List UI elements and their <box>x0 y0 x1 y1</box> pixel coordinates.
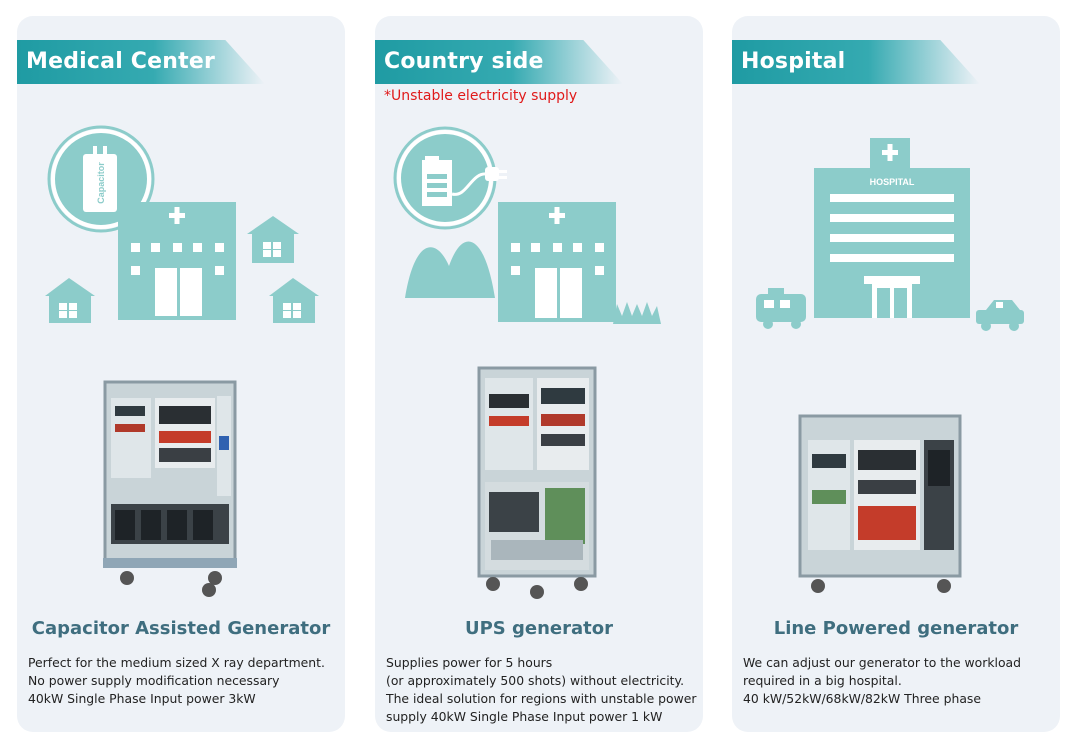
description-line: 40 kW/52kW/68kW/82kW Three phase <box>743 691 981 706</box>
description-line: (or approximately 500 shots) without ele… <box>386 673 685 688</box>
ups-battery-icon <box>393 126 507 230</box>
description-line: The ideal solution for regions with unst… <box>386 691 697 706</box>
banner-country-side: Country side <box>375 40 623 84</box>
description-line: Perfect for the medium sized X ray depar… <box>28 655 325 670</box>
card-title: Line Powered generator <box>773 618 1019 639</box>
country-side-illustration <box>393 126 661 324</box>
house-icon <box>247 216 299 263</box>
clinic-building-icon <box>498 202 616 322</box>
ambulance-icon <box>756 288 806 329</box>
card-description: Perfect for the medium sized X ray depar… <box>28 654 344 708</box>
house-icon <box>45 278 95 323</box>
card-title: Capacitor Assisted Generator <box>31 618 331 639</box>
description-line: required in a big hospital. <box>743 673 902 688</box>
car-icon <box>976 300 1024 331</box>
card-description: Supplies power for 5 hours (or approxima… <box>386 654 702 726</box>
capacitor-label: Capacitor <box>96 162 106 204</box>
banner-hospital: Hospital <box>732 40 980 84</box>
hospital-illustration: HOSPITAL <box>756 138 1024 331</box>
card-country-side: Country side *Unstable electricity suppl… <box>375 16 703 732</box>
hospital-building-icon: HOSPITAL <box>814 138 970 318</box>
card-hospital: Hospital HOSPITAL <box>732 16 1060 732</box>
unstable-electricity-note: *Unstable electricity supply <box>384 88 578 104</box>
hills-icon <box>405 241 495 298</box>
hospital-sign: HOSPITAL <box>870 177 915 187</box>
card-title: UPS generator <box>464 618 614 639</box>
medical-center-illustration: Capacitor <box>45 125 319 323</box>
description-line: We can adjust our generator to the workl… <box>743 655 1021 670</box>
description-line: 40kW Single Phase Input power 3kW <box>28 691 256 706</box>
capacitor-generator-image <box>103 380 237 597</box>
clinic-building-icon <box>118 202 236 320</box>
house-icon <box>269 278 319 323</box>
ups-generator-image <box>477 366 597 599</box>
description-line: No power supply modification necessary <box>28 673 280 688</box>
card-medical-center: Medical Center Capacitor <box>17 16 345 732</box>
banner-medical-center: Medical Center <box>17 40 265 84</box>
card-description: We can adjust our generator to the workl… <box>743 654 1059 708</box>
grass-icon <box>613 302 661 324</box>
description-line: Supplies power for 5 hours <box>386 655 553 670</box>
description-line: supply 40kW Single Phase Input power 1 k… <box>386 709 663 724</box>
line-powered-generator-image <box>798 414 962 593</box>
